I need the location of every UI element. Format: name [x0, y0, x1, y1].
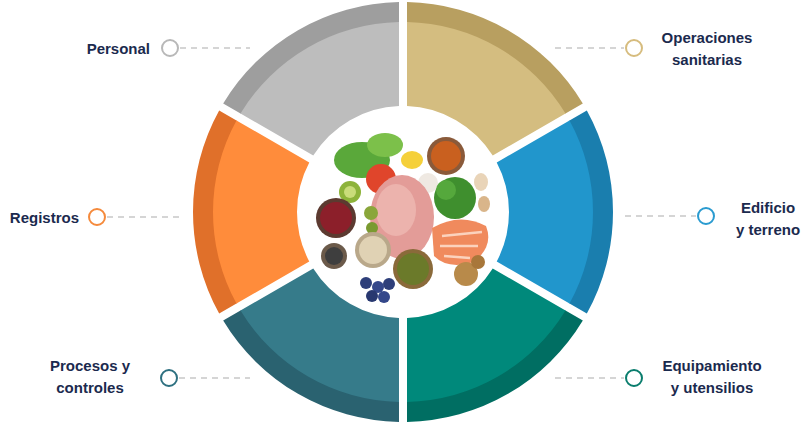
nuts	[471, 255, 485, 269]
lentil-bowl	[427, 137, 465, 175]
salmon-stripes	[440, 232, 482, 258]
marker-dot	[89, 209, 105, 225]
lentils	[431, 141, 461, 171]
section-label: Personal	[85, 38, 150, 60]
marker-dot	[162, 40, 178, 56]
blueberry	[366, 290, 378, 302]
grains	[359, 236, 387, 264]
lemon	[401, 151, 423, 169]
section-label: Equipamiento y utensilios	[662, 355, 762, 399]
leader-line	[180, 47, 250, 49]
leader-lines	[107, 48, 696, 378]
egg	[474, 173, 488, 191]
center-disc	[305, 114, 501, 310]
marker-dot	[626, 40, 642, 56]
marker-dot	[698, 208, 714, 224]
broccoli	[434, 177, 476, 219]
grain-bowl	[355, 232, 391, 268]
pea-bowl	[393, 249, 433, 289]
bean-bowl	[316, 198, 356, 238]
section-label: Procesos y controles	[49, 355, 131, 399]
marker-dot	[161, 370, 177, 386]
donut-ring	[193, 2, 613, 422]
section-label: Operaciones sanitarias	[661, 27, 753, 71]
section-label: Registros	[8, 207, 79, 229]
blueberry	[378, 291, 390, 303]
segment-band	[497, 120, 593, 303]
segment-band	[240, 268, 399, 402]
seed-bowl	[321, 243, 347, 269]
food-picture	[305, 114, 501, 310]
marker-dot	[626, 370, 642, 386]
leader-line	[179, 377, 250, 379]
beans	[320, 202, 352, 234]
section-label: Edificio y terreno	[735, 197, 801, 241]
meat	[376, 184, 416, 236]
leader-line	[555, 47, 624, 49]
broccoli	[436, 180, 456, 200]
blueberry	[383, 278, 395, 290]
segment-band	[213, 120, 309, 303]
blueberry	[360, 277, 372, 289]
leader-line	[107, 216, 180, 218]
greens	[367, 133, 403, 157]
olive	[364, 206, 378, 220]
leader-line	[555, 377, 624, 379]
peas	[397, 253, 429, 285]
leader-line	[625, 215, 696, 217]
marker-dots	[89, 40, 714, 386]
kiwi	[344, 186, 356, 198]
nut	[478, 196, 490, 212]
seeds	[325, 247, 343, 265]
